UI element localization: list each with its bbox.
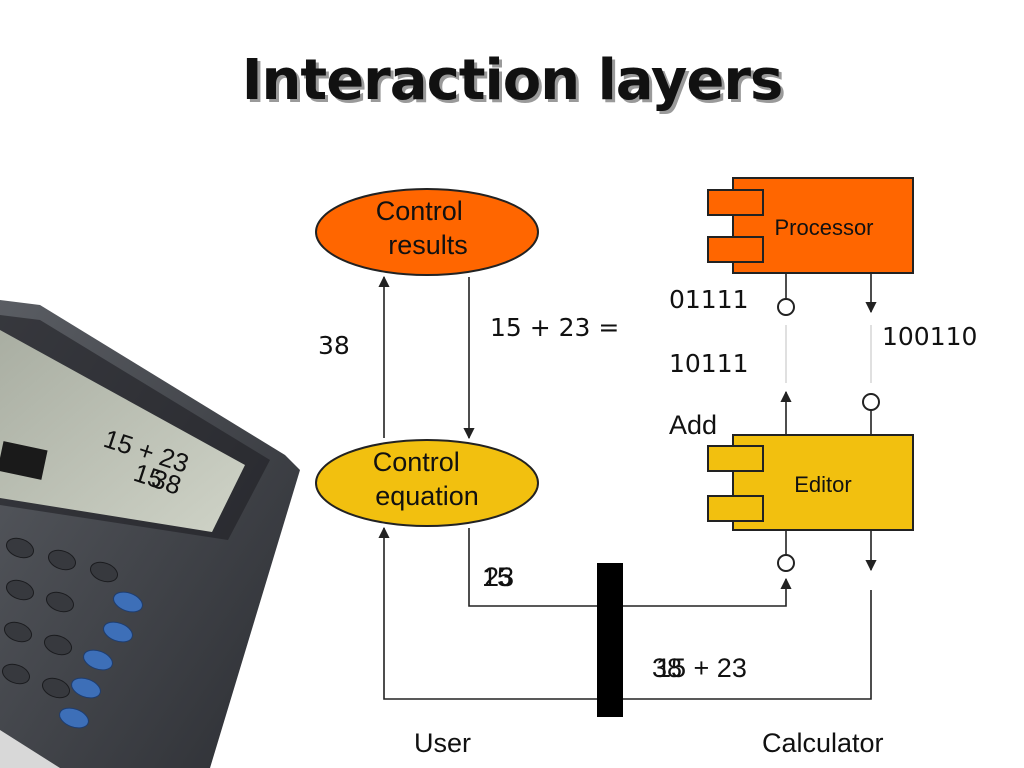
label-binary-result: 100110: [882, 322, 977, 351]
label-calculator: Calculator: [762, 728, 884, 758]
label-display-overlap-b: 15 + 23: [656, 653, 747, 683]
control-equation-line2: equation: [375, 481, 479, 511]
slide-title: Interaction layers: [241, 48, 784, 113]
control-results-label: Control results: [376, 196, 471, 260]
label-keys-overlap-a: 15: [482, 562, 512, 592]
label-user: User: [414, 728, 471, 758]
processor-label: Processor: [774, 215, 873, 240]
label-keys-overlap-b: 23: [484, 562, 514, 592]
editor-label: Editor: [794, 472, 851, 497]
control-results-line1: Control: [376, 196, 463, 226]
control-equation-line1: Control: [373, 447, 460, 477]
interface-bar: [597, 563, 623, 717]
control-equation-label: Control equation: [373, 447, 479, 511]
control-results-node: [315, 188, 539, 276]
label-display-overlap-a: 38: [652, 653, 682, 683]
label-equation: 15 + 23 =: [490, 313, 619, 342]
calculator-image: 15 + 23 15 38: [0, 300, 300, 768]
label-add: Add: [669, 410, 717, 440]
processor-component: Processor: [707, 177, 914, 274]
keys-path: [468, 528, 792, 607]
control-results-line2: results: [388, 230, 468, 260]
control-equation-node: [315, 439, 539, 527]
processor-left-port: [777, 298, 795, 316]
label-binary-b: 10111: [669, 349, 749, 378]
editor-component: Editor: [707, 434, 914, 531]
display-path: [378, 526, 872, 700]
editor-right-port: [862, 393, 880, 411]
label-binary-a: 01111: [669, 285, 749, 314]
label-result-38: 38: [318, 331, 350, 360]
editor-bottom-left-port: [777, 554, 795, 572]
